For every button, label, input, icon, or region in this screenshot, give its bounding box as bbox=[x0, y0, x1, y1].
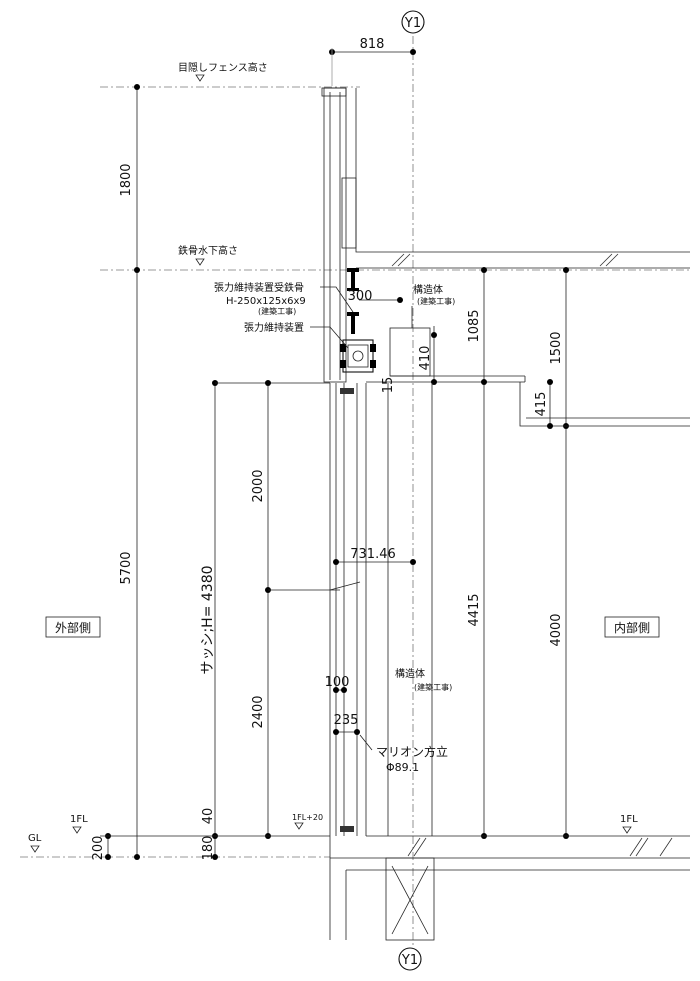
dim-dot bbox=[134, 854, 140, 860]
dim-5700: 5700 bbox=[119, 551, 134, 584]
dim-dot bbox=[481, 267, 487, 273]
dim-300: 300 bbox=[348, 289, 373, 304]
dim-2000: 2000 bbox=[251, 469, 266, 502]
fl-left-label: 1FL bbox=[70, 814, 88, 825]
steel-bottom-label: 鉄骨水下高さ bbox=[178, 244, 238, 257]
structure-top-label-1: 構造体 bbox=[413, 283, 443, 296]
dim-dot bbox=[481, 379, 487, 385]
dim-415: 415 bbox=[534, 392, 549, 417]
level-marker bbox=[30, 845, 40, 853]
dim-dot bbox=[431, 332, 437, 338]
structure-beam bbox=[366, 327, 526, 383]
tension-device bbox=[340, 339, 376, 373]
dim-100: 100 bbox=[325, 675, 350, 690]
leader-line bbox=[359, 734, 373, 751]
dim-4415: 4415 bbox=[467, 593, 482, 626]
tension-steel-label-1: 張力維持装置受鉄骨 bbox=[214, 281, 304, 294]
dim-dot bbox=[134, 267, 140, 273]
fl-sash-label: 1FL+20 bbox=[292, 813, 323, 822]
structure-mid-label-1: 構造体 bbox=[395, 667, 425, 680]
level-marker bbox=[195, 74, 205, 82]
mullion bbox=[329, 383, 367, 836]
structure-mid-label-2: (建築工事) bbox=[414, 682, 452, 692]
roof-slab bbox=[355, 88, 690, 269]
dim-200: 200 bbox=[91, 836, 106, 861]
mullion-label-2: Φ89.1 bbox=[386, 761, 419, 774]
mullion-label-1: マリオン方立 bbox=[376, 744, 448, 759]
dim-dot bbox=[212, 854, 218, 860]
dim-1800: 1800 bbox=[119, 163, 134, 196]
level-marker bbox=[294, 822, 304, 830]
gl-label: GL bbox=[28, 833, 42, 844]
dim-dot bbox=[265, 380, 271, 386]
svg-text:Y1: Y1 bbox=[401, 953, 418, 968]
dim-dot bbox=[134, 84, 140, 90]
dim-dot bbox=[333, 559, 339, 565]
fence-height-label: 目隠しフェンス高さ bbox=[178, 61, 268, 74]
dim-dot bbox=[105, 854, 111, 860]
tension-steel-label-3: (建築工事) bbox=[258, 306, 296, 316]
dim-dot bbox=[410, 49, 416, 55]
dim-410: 410 bbox=[418, 346, 433, 371]
dim-818: 818 bbox=[360, 37, 385, 52]
dim-dot bbox=[547, 379, 553, 385]
level-marker bbox=[195, 258, 205, 266]
dim-180: 180 bbox=[201, 836, 216, 861]
grid-bubble-top: Y1 bbox=[401, 10, 425, 34]
dim-15: 15 bbox=[381, 377, 396, 394]
exterior-side-box: 外部側 bbox=[45, 616, 101, 638]
fl-right-label: 1FL bbox=[620, 814, 638, 825]
dim-2400: 2400 bbox=[251, 695, 266, 728]
dim-4000: 4000 bbox=[549, 613, 564, 646]
svg-text:外部側: 外部側 bbox=[55, 620, 91, 635]
dim-40: 40 bbox=[201, 808, 216, 825]
foundation-beam bbox=[385, 857, 435, 941]
ceiling-step bbox=[519, 382, 690, 427]
dim-dot bbox=[547, 423, 553, 429]
dim-dot bbox=[354, 729, 360, 735]
dim-sash-height: サッシ;H= 4380 bbox=[200, 565, 216, 674]
dim-dot bbox=[563, 267, 569, 273]
interior-side-box: 内部側 bbox=[604, 616, 660, 638]
structure-top-label-2: (建築工事) bbox=[417, 296, 455, 306]
dim-dot bbox=[333, 687, 339, 693]
level-marker bbox=[72, 826, 82, 834]
svg-text:内部側: 内部側 bbox=[614, 620, 650, 635]
tension-steel-beam bbox=[347, 268, 359, 334]
tension-device-label: 張力維持装置 bbox=[244, 321, 304, 334]
svg-text:Y1: Y1 bbox=[404, 16, 421, 31]
level-marker bbox=[622, 826, 632, 834]
dim-dot bbox=[341, 687, 347, 693]
dim-731: 731.46 bbox=[350, 547, 396, 562]
dim-dot bbox=[410, 559, 416, 565]
dim-dot bbox=[431, 379, 437, 385]
leader-line bbox=[310, 326, 349, 349]
dim-1085: 1085 bbox=[467, 309, 482, 342]
dim-dot bbox=[333, 729, 339, 735]
dim-1500: 1500 bbox=[549, 331, 564, 364]
grid-bubble-bottom: Y1 bbox=[398, 947, 422, 971]
floor-slab bbox=[329, 835, 690, 940]
dim-235: 235 bbox=[334, 713, 359, 728]
tension-steel-label-2: H-250x125x6x9 bbox=[226, 296, 306, 307]
dim-dot bbox=[397, 297, 403, 303]
leader-line bbox=[320, 286, 354, 313]
